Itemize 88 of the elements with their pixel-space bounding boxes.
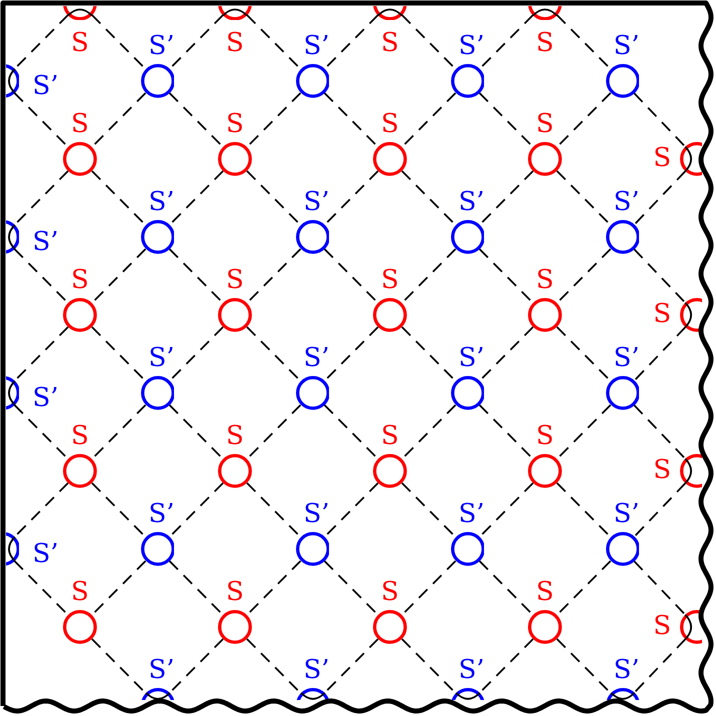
node-label: S’ — [614, 189, 640, 215]
node-label: S’ — [614, 345, 640, 371]
circle-node — [140, 220, 174, 254]
circle-node — [218, 142, 252, 176]
node-label: S’ — [32, 541, 59, 567]
node-label: S — [226, 111, 244, 137]
node-label: S — [653, 301, 671, 327]
circle-node — [606, 532, 640, 566]
circle-node — [296, 376, 330, 410]
node-label: S — [653, 145, 671, 171]
node-label: S’ — [614, 501, 640, 527]
node-label: S’ — [614, 657, 640, 683]
node-label: S’ — [148, 189, 175, 215]
node-label: S’ — [458, 33, 485, 59]
circle-node — [606, 376, 640, 410]
node-label: S’ — [304, 33, 330, 59]
node-label: S — [71, 579, 89, 605]
circle-node — [450, 220, 484, 254]
circle-node — [63, 610, 97, 644]
dashed-line — [634, 560, 686, 616]
circle-node — [450, 376, 484, 410]
circle-node — [218, 454, 252, 488]
circle-node — [450, 64, 484, 98]
circle-node — [140, 532, 174, 566]
node-label: S’ — [458, 501, 485, 527]
circle-node — [296, 532, 330, 566]
node-label: S — [381, 111, 399, 137]
dashed-line — [634, 170, 686, 226]
node-label: S — [71, 423, 89, 449]
node-label: S’ — [32, 385, 59, 411]
circle-node — [218, 298, 252, 332]
node-label: S — [381, 30, 399, 56]
circle-node — [373, 610, 407, 644]
node-label: S’ — [148, 33, 175, 59]
dashed-line — [634, 404, 686, 460]
dashed-line — [634, 482, 686, 538]
circle-node — [63, 298, 97, 332]
node-label: S — [536, 111, 554, 137]
circle-node — [218, 610, 252, 644]
circle-node — [140, 376, 174, 410]
node-label: S’ — [32, 73, 59, 99]
node-label: S’ — [458, 189, 485, 215]
circle-node — [63, 142, 97, 176]
node-label: S — [653, 457, 671, 483]
node-label: S’ — [148, 345, 175, 371]
dashed-line — [634, 248, 686, 304]
node-label: S — [536, 30, 554, 56]
circle-node — [606, 64, 640, 98]
circle-node — [140, 64, 174, 98]
dashed-line — [634, 638, 686, 694]
node-label: S — [536, 579, 554, 605]
node-label: S — [653, 613, 671, 639]
circle-node — [373, 142, 407, 176]
circle-node — [296, 64, 330, 98]
node-label: S — [71, 267, 89, 293]
node-label: S — [381, 579, 399, 605]
circle-node — [528, 298, 562, 332]
node-label: S — [226, 579, 244, 605]
dashed-line — [634, 92, 686, 148]
circle-node — [528, 142, 562, 176]
circle-node — [63, 454, 97, 488]
circle-node — [373, 298, 407, 332]
node-label: S’ — [304, 189, 330, 215]
node-label: S — [226, 30, 244, 56]
node-label: S’ — [304, 657, 330, 683]
node-label: S — [381, 423, 399, 449]
circle-node — [373, 454, 407, 488]
node-label: S’ — [148, 501, 175, 527]
circle-node — [528, 610, 562, 644]
node-label: S’ — [304, 345, 330, 371]
node-label: S’ — [148, 657, 175, 683]
circle-node — [296, 220, 330, 254]
node-label: S — [536, 423, 554, 449]
node-label: S — [226, 267, 244, 293]
circle-node — [606, 220, 640, 254]
node-label: S — [381, 267, 399, 293]
node-label: S’ — [304, 501, 330, 527]
node-label: S — [71, 111, 89, 137]
node-label: S — [71, 30, 89, 56]
node-label: S’ — [458, 345, 485, 371]
node-label: S’ — [32, 229, 59, 255]
node-label: S’ — [614, 33, 640, 59]
dashed-line — [634, 326, 686, 382]
node-label: S — [226, 423, 244, 449]
node-label: S’ — [458, 657, 485, 683]
circle-node — [450, 532, 484, 566]
node-label: S — [536, 267, 554, 293]
circle-node — [528, 454, 562, 488]
